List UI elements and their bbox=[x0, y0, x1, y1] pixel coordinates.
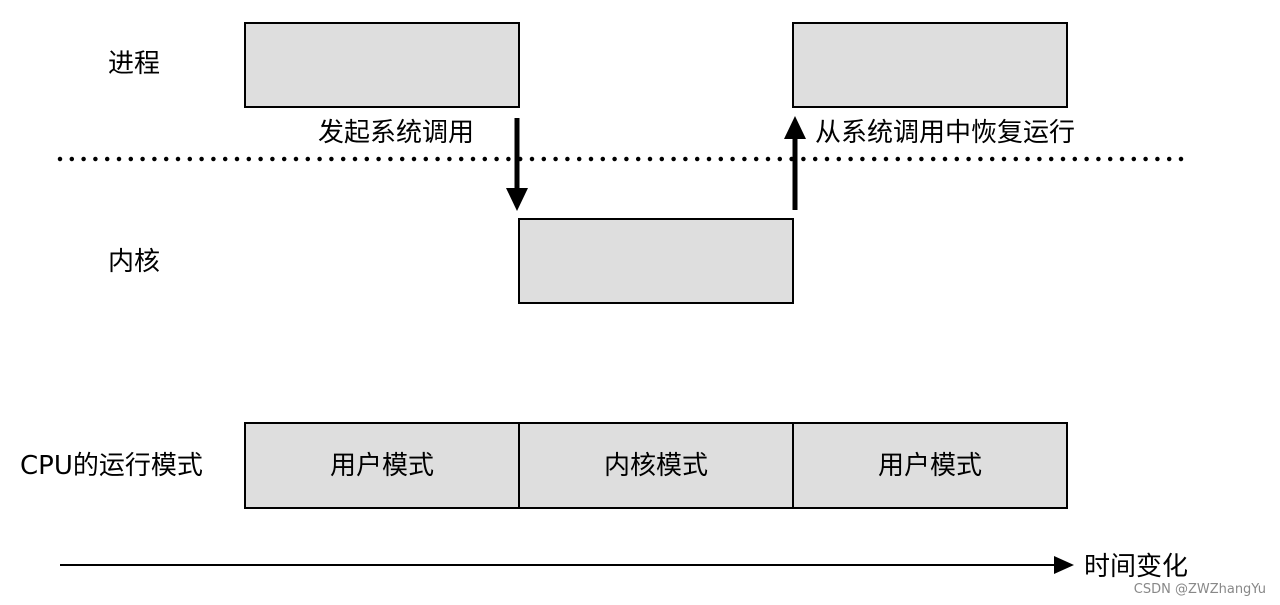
syscall-arrow-down-icon bbox=[506, 188, 528, 211]
mode-cell-kernel bbox=[518, 422, 794, 509]
process-block-after bbox=[792, 22, 1068, 108]
mode-cell-kernel-label: 内核模式 bbox=[604, 451, 708, 481]
mode-cell-user-1-label: 用户模式 bbox=[330, 451, 434, 481]
process-block-before bbox=[244, 22, 520, 108]
process-label: 进程 bbox=[108, 49, 160, 79]
syscall-return-label: 从系统调用中恢复运行 bbox=[815, 118, 1075, 148]
mode-cell-user-2-label: 用户模式 bbox=[878, 451, 982, 481]
time-axis-label: 时间变化 bbox=[1084, 552, 1188, 582]
kernel-label: 内核 bbox=[108, 247, 160, 277]
watermark: CSDN @ZWZhangYu bbox=[1134, 582, 1266, 597]
cpu-mode-label: CPU的运行模式 bbox=[20, 451, 203, 481]
mode-cell-user-2 bbox=[792, 422, 1068, 509]
mode-cell-user-1 bbox=[244, 422, 520, 509]
return-arrow-up-icon bbox=[784, 116, 806, 139]
kernel-block bbox=[518, 218, 794, 304]
time-axis-arrow-icon bbox=[1054, 556, 1074, 574]
syscall-start-label: 发起系统调用 bbox=[318, 118, 474, 148]
